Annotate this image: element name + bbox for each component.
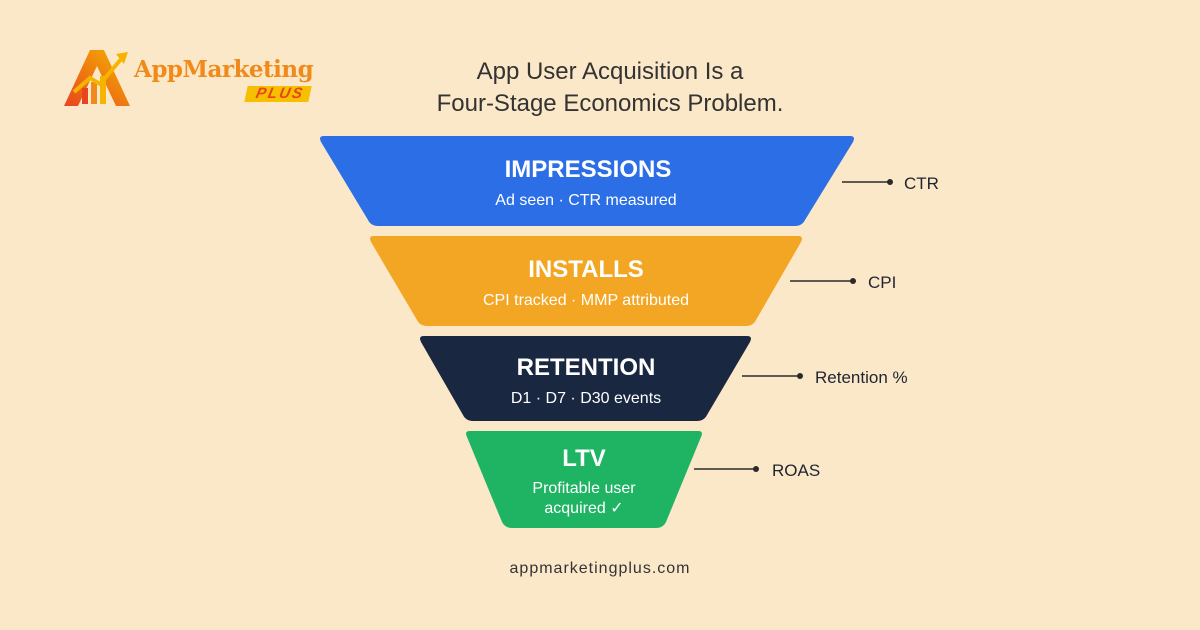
stage-title: LTV [562,445,606,472]
footer-url[interactable]: appmarketingplus.com [509,560,691,577]
metric-ctr: CTR [842,174,939,193]
stage-shape [420,336,751,421]
metric-cpi: CPI [790,273,896,292]
metric-label: CTR [904,174,939,193]
funnel-stage-impressions: IMPRESSIONS Ad seen · CTR measured [320,136,854,226]
stage-subtitle: Ad seen · CTR measured [495,192,676,209]
stage-title: RETENTION [517,354,656,381]
stage-subtitle-line-1: Profitable user [532,480,636,497]
stage-subtitle-line-2: acquired ✓ [544,500,623,517]
metric-roas: ROAS [694,461,820,480]
stage-shape [370,236,802,326]
metric-label: ROAS [772,461,820,480]
brand-name: AppMarketing [134,56,314,83]
metric-retention: Retention % [742,368,908,387]
page-title: App User Acquisition Is a Four-Stage Eco… [380,56,840,120]
stage-shape [320,136,854,226]
title-line-2: Four-Stage Economics Problem. [436,90,784,117]
logo-mark-icon [64,50,130,106]
connector-dot [850,278,856,284]
stage-shape [466,431,702,528]
funnel-stage-installs: INSTALLS CPI tracked · MMP attributed [370,236,802,326]
metric-label: Retention % [815,368,908,387]
connector-dot [887,179,893,185]
stage-subtitle: D1 · D7 · D30 events [511,390,661,407]
title-line-1: App User Acquisition Is a [476,58,744,85]
connector-dot [797,373,803,379]
stage-subtitle: CPI tracked · MMP attributed [483,292,689,309]
metric-label: CPI [868,273,896,292]
stage-title: IMPRESSIONS [505,156,672,183]
brand-logo[interactable]: AppMarketing PLUS [60,44,320,114]
funnel-stage-ltv: LTV Profitable user acquired ✓ [466,431,702,528]
connector-dot [753,466,759,472]
stage-title: INSTALLS [528,256,644,283]
funnel-stage-retention: RETENTION D1 · D7 · D30 events [420,336,751,421]
